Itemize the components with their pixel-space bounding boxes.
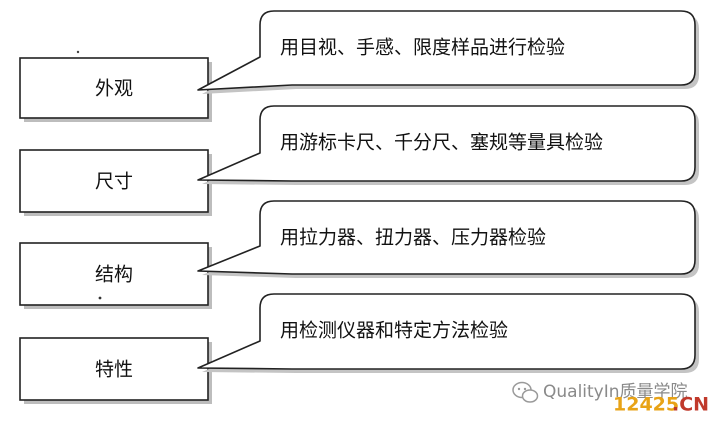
category-label: 结构 [95, 264, 133, 286]
inspection-row: 尺寸 用游标卡尺、千分尺、塞规等量具检验 [19, 105, 699, 216]
scan-dot [98, 296, 102, 300]
inspection-row: 结构 用拉力器、扭力器、压力器检验 [19, 200, 699, 309]
watermark-site-number: 12425 [613, 394, 679, 416]
category-label: 外观 [95, 78, 133, 100]
callout-bubble [197, 200, 696, 275]
inspection-row: 外观 用目视、手感、限度样品进行检验 [19, 10, 699, 122]
watermark-source: QualityIn质量学院 [543, 382, 688, 402]
watermark-site-suffix: .CN [672, 394, 709, 416]
category-box [19, 337, 209, 401]
category-label: 尺寸 [95, 171, 133, 193]
callout-description: 用游标卡尺、千分尺、塞规等量具检验 [280, 132, 603, 154]
watermark: QualityIn质量学院 12425 .CN [512, 381, 709, 416]
callout-description: 用目视、手感、限度样品进行检验 [280, 37, 565, 59]
scan-dot [76, 50, 80, 54]
category-box [19, 149, 209, 213]
category-box [19, 242, 209, 306]
callout-bubble [197, 10, 696, 91]
callout-description: 用检测仪器和特定方法检验 [280, 320, 508, 342]
callout-description: 用拉力器、扭力器、压力器检验 [280, 227, 546, 249]
callout-bubble [197, 105, 696, 182]
wechat-icon [512, 381, 539, 403]
category-box [19, 57, 209, 119]
category-label: 特性 [95, 359, 133, 381]
callout-bubble [197, 293, 696, 370]
inspection-row: 特性 用检测仪器和特定方法检验 [19, 293, 699, 404]
